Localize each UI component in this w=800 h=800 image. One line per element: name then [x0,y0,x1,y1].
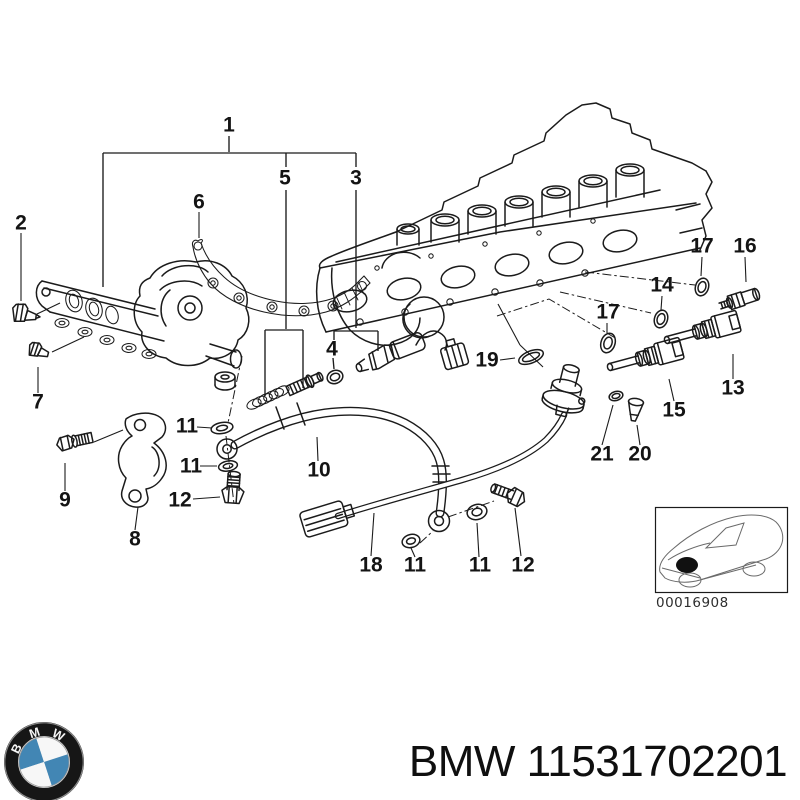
washer-stack-left [210,421,245,505]
callout-9[interactable]: 9 [59,489,71,512]
face-bolt-holes [374,218,596,271]
callout-2[interactable]: 2 [15,212,27,235]
oring-17a-drawing [694,277,710,297]
plug-2-drawing [12,303,41,323]
callout-5[interactable]: 5 [279,167,291,190]
oring-14-drawing [653,309,669,329]
callout-3[interactable]: 3 [350,167,362,190]
callout-18[interactable]: 18 [359,554,383,577]
callout-12[interactable]: 12 [168,489,191,512]
callout-1[interactable]: 1 [223,114,235,137]
callout-4[interactable]: 4 [326,338,338,361]
centerlines [225,271,696,544]
callout-11[interactable]: 11 [404,554,427,577]
callout-7[interactable]: 7 [32,391,44,414]
connector-18 [299,500,356,538]
solenoid-connector-drawing [439,338,470,371]
callout-17[interactable]: 17 [596,301,619,324]
callout-11[interactable]: 11 [469,554,492,577]
solenoid-group-drawing [246,330,470,410]
callout-19[interactable]: 19 [475,349,498,372]
callout-14[interactable]: 14 [650,274,674,297]
oring-19-drawing [517,348,545,366]
callout-11[interactable]: 11 [176,415,199,438]
oring-21-drawing [608,390,624,402]
callout-17[interactable]: 17 [690,235,713,258]
manifold-vanos-assembly [35,260,250,391]
sensor-13-drawing [663,309,742,345]
callout-12[interactable]: 12 [511,554,534,577]
sensor-16-drawing [718,287,761,311]
callout-20[interactable]: 20 [628,443,651,466]
footer: B M W BMW 11531702201 [4,722,788,800]
car-inset: 00016908 [654,506,789,611]
bracket-lines [102,136,379,396]
callout-8[interactable]: 8 [129,528,141,551]
cylinder-head-drawing [315,102,713,346]
camshaft-sensor-drawing [541,363,586,418]
sensor-15-drawing [606,336,685,372]
callout-21[interactable]: 21 [590,443,614,466]
callout-6[interactable]: 6 [193,191,205,214]
callout-15[interactable]: 15 [662,399,686,422]
gasket-hatch [335,282,365,310]
bolt-9-drawing [56,431,94,452]
callout-11[interactable]: 11 [180,455,203,478]
bmw-logo: B M W [4,722,84,800]
leader-lines [20,212,747,558]
banjo-bolt-12-left [221,470,245,505]
cam-towers [396,163,645,246]
location-dot [676,557,698,573]
spring-drawing [246,385,290,410]
banjo-bolt-12-right [490,483,526,508]
oil-pipe-10-drawing [216,402,451,533]
bracket-8-drawing [117,412,167,508]
car-thumbnail [659,514,784,588]
cable-18-drawing [299,411,568,538]
gasket-drawing [191,239,371,317]
plug-7-drawing [28,341,50,358]
vanos-solenoid-drawing [355,332,426,373]
callout-16[interactable]: 16 [733,235,756,258]
callout-13[interactable]: 13 [721,377,744,400]
part-number-text: BMW 11531702201 [409,737,787,786]
callout-10[interactable]: 10 [307,459,330,482]
plug-20-drawing [627,397,645,422]
valve-piston-drawing [285,371,324,397]
lower-flange-tabs [356,269,589,326]
oring-17b-drawing [599,332,617,354]
manifold-bosses [54,317,157,360]
seal-ring-4-drawing [326,369,344,385]
washer-stack-right [401,483,526,549]
diagram-code: 00016908 [656,595,729,611]
intake-ports [332,229,638,313]
